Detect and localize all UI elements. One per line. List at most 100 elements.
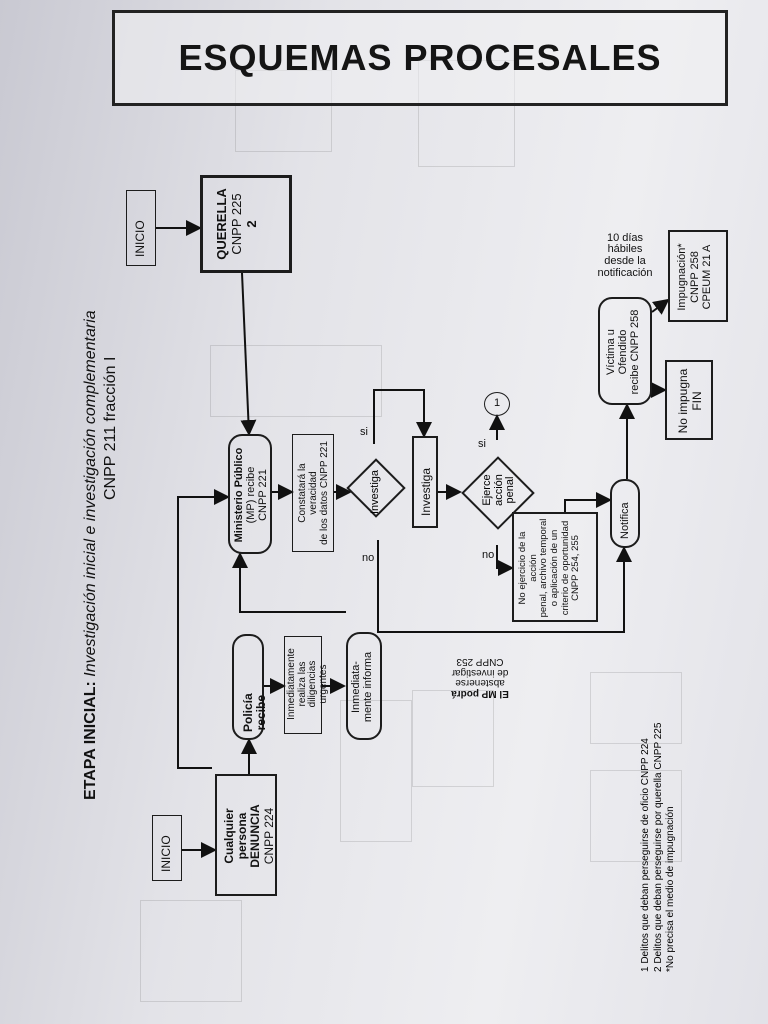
no-ejercicio-line3: o aplicación de un	[548, 529, 560, 607]
victima-line2: Ofendido	[617, 329, 630, 375]
no-impugna-line1: No impugna	[676, 368, 690, 434]
no-ejercicio-line5: CNPP 254, 255	[570, 535, 582, 601]
ghost-box-8	[340, 700, 412, 842]
mp-recibe-box: Ministerio Público (MP) recibe CNPP 221	[228, 434, 272, 554]
diligencias-label: Inmediatamente realiza las diligencias u…	[286, 641, 329, 727]
edge-label-no-2: no	[482, 549, 495, 561]
edge-denuncia-mp	[177, 489, 230, 769]
no-ejercicio-box: No ejercicio de la acción penal, archivo…	[512, 512, 598, 622]
informa-label: Inmediata- mente informa	[350, 642, 374, 732]
impugnacion-box: Impugnación* CNPP 258 CPEUM 21 A	[668, 230, 728, 322]
edge-label-si-1: si	[360, 426, 368, 438]
mp-recibe-line1: Ministerio Público	[233, 447, 245, 543]
diez-dias-line1: 10 días	[606, 231, 644, 244]
denuncia-box: Cualquier persona DENUNCIA CNPP 224	[215, 774, 277, 896]
edge-si-investiga	[373, 389, 432, 444]
edge-informa-mp	[232, 552, 346, 613]
page-title: ESQUEMAS PROCESALES	[178, 37, 662, 78]
diligencias-line1: Inmediatamente	[286, 648, 297, 720]
connector-circle-1: 1	[484, 392, 510, 416]
no-impugna-label: No impugna FIN	[676, 368, 705, 434]
querella-line2: CNPP 225	[228, 193, 244, 255]
querella-box: QUERELLA CNPP 225 2	[200, 175, 292, 273]
querella-label: QUERELLA CNPP 225 2	[214, 184, 260, 264]
mp-abstenerse-line3: de investigar	[451, 667, 509, 678]
ejerce-line3: penal	[504, 476, 517, 504]
page-title-box: ESQUEMAS PROCESALES	[112, 10, 728, 106]
edge-no-noejercicio	[496, 545, 514, 576]
ejerce-line1: Ejerce	[481, 474, 493, 506]
impugnacion-line3: CPEUM 21 A	[701, 244, 714, 310]
ghost-box-7	[140, 900, 242, 1002]
start-label-denuncia: INICIO	[159, 835, 173, 872]
denuncia-line3: CNPP 224	[261, 807, 276, 865]
denuncia-label: Cualquier persona DENUNCIA CNPP 224	[222, 784, 276, 888]
informa-line2: mente informa	[362, 651, 375, 723]
diez-dias-line4: notificación	[597, 266, 653, 279]
constatara-box: Constatará la veracidad de los datos CNP…	[292, 434, 334, 552]
no-ejercicio-label: No ejercicio de la acción penal, archivo…	[517, 518, 582, 618]
constatara-label: Constatará la veracidad de los datos CNP…	[297, 441, 330, 545]
footnotes: 1 Delitos que deban perseguirse de ofici…	[640, 723, 678, 972]
start-node-querella: INICIO	[126, 190, 156, 266]
constatara-line1: Constatará la veracidad	[297, 463, 319, 523]
informa-box: Inmediata- mente informa	[346, 632, 382, 740]
edge-label-no-1: no	[362, 552, 375, 564]
impugnacion-line2: CNPP 258	[688, 251, 701, 303]
policia-label: Policía recibe	[241, 693, 268, 732]
ghost-box-3	[210, 345, 382, 417]
victima-line3: recibe CNPP 258	[629, 309, 642, 395]
notifica-box: Notifica	[610, 479, 640, 548]
mp-recibe-line3: CNPP 221	[257, 469, 270, 521]
notifica-label: Notifica	[619, 502, 631, 539]
stage-heading-prefix: ETAPA INICIAL:	[82, 681, 99, 800]
constatara-line2: de los datos CNPP 221	[319, 441, 330, 545]
mp-abstenerse-note: El MP podrá abstenerse de investigar CNP…	[440, 650, 520, 704]
victima-label: Víctima u Ofendido recibe CNPP 258	[605, 305, 641, 399]
mp-abstenerse-line2: abstenerse	[455, 677, 505, 689]
start-label-querella: INICIO	[133, 220, 147, 257]
footnote-2: 2 Delitos que deban perseguirse por quer…	[652, 722, 664, 972]
querella-line1: QUERELLA	[214, 188, 229, 260]
ejerce-label: Ejerce acción penal	[481, 462, 517, 518]
edge-no-notifica	[377, 540, 632, 633]
mp-abstenerse-line4: CNPP 253	[456, 656, 504, 668]
investiga-decision-label: Investiga	[369, 469, 381, 515]
informa-line1: Inmediata-	[350, 661, 362, 713]
stage-heading-line1: ETAPA INICIAL: Investigación inicial e i…	[82, 310, 100, 800]
mp-abstenerse-line1: El MP podrá	[451, 688, 509, 699]
no-impugna-line2: FIN	[689, 391, 704, 411]
stage-heading-line2: CNPP 211 fracción I	[102, 356, 119, 500]
connector-circle-1-label: 1	[493, 397, 501, 410]
impugnacion-label: Impugnación* CNPP 258 CPEUM 21 A	[676, 236, 714, 318]
edge-label-si-2: si	[478, 438, 486, 450]
victima-box: Víctima u Ofendido recibe CNPP 258	[598, 297, 652, 405]
stage-heading-rest: Investigación inicial e investigación co…	[82, 310, 99, 682]
mp-recibe-label: Ministerio Público (MP) recibe CNPP 221	[233, 444, 269, 546]
denuncia-line2: DENUNCIA	[248, 804, 263, 868]
edge-querella-mp	[240, 272, 257, 436]
ghost-box-6	[412, 690, 494, 787]
investiga-label: Investiga	[419, 467, 433, 516]
no-ejercicio-line1: No ejercicio de la acción	[517, 531, 539, 605]
ghost-box-5	[590, 770, 682, 862]
edge-victima-impugnacion	[651, 298, 670, 315]
impugnacion-line1: Impugnación*	[676, 243, 688, 311]
mp-recibe-line2: (MP) recibe	[245, 466, 258, 524]
denuncia-line1: Cualquier persona	[222, 808, 250, 864]
querella-line3: 2	[243, 220, 259, 228]
victima-line1: Víctima u	[605, 329, 617, 375]
edge-noejercicio-notifica	[564, 492, 612, 512]
diligencias-box: Inmediatamente realiza las diligencias u…	[284, 636, 329, 734]
diligencias-line3: diligencias urgentes	[307, 660, 329, 708]
diez-dias-line3: desde la	[604, 255, 646, 267]
policia-box: Policía recibe	[232, 634, 268, 740]
investiga-box: Investiga	[412, 436, 438, 528]
no-impugna-box: No impugna FIN	[665, 360, 713, 440]
footnote-1: 1 Delitos que deban perseguirse de ofici…	[640, 738, 651, 972]
ghost-box-4	[590, 672, 682, 744]
diez-dias-note: 10 días hábiles desde la notificación	[590, 232, 660, 280]
start-node-denuncia: INICIO	[152, 815, 182, 881]
